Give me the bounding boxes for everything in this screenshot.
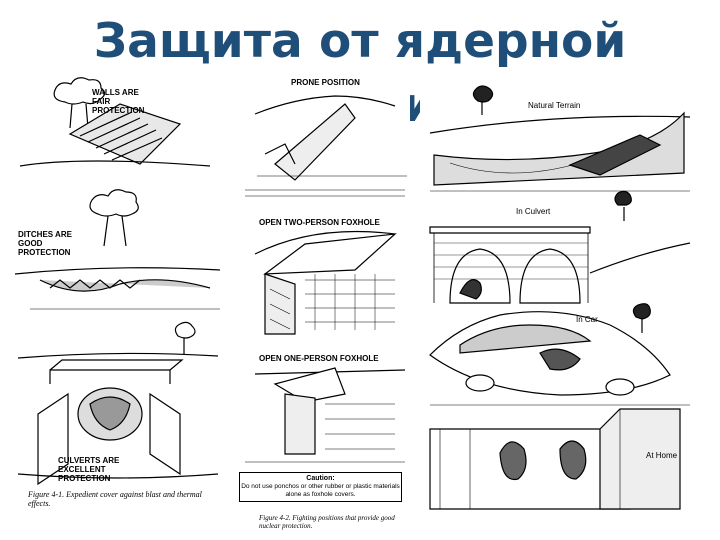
protective-locations-illustration [429,85,691,510]
expedient-cover-illustration [14,77,221,486]
in-culvert-label: In Culvert [516,207,551,216]
fighting-positions-illustration [245,95,407,463]
one-person-foxhole-label: OPEN ONE-PERSON FOXHOLE [259,354,379,363]
caution-box: Caution: Do not use ponchos or other rub… [239,472,402,502]
two-person-foxhole-label: OPEN TWO-PERSON FOXHOLE [259,218,380,227]
slide-title: Защита от ядерной энергии [93,14,627,133]
protective-locations-figure: Natural Terrain In Culvert In Car At Hom… [420,83,700,513]
caution-text: Do not use ponchos or other rubber or pl… [241,483,400,498]
at-home-label: At Home [646,451,678,460]
figure-4-1-caption: Figure 4-1. Expedient cover against blas… [28,490,202,508]
fighting-positions-figure: PRONE POSITION OPEN TWO-PERSON FOXHOLE O… [235,74,410,536]
in-car-label: In Car [576,315,598,324]
ditches-label: DITCHES ARE GOOD PROTECTION [18,230,72,257]
prone-position-label: PRONE POSITION [291,78,360,87]
natural-terrain-label: Natural Terrain [528,101,581,110]
expedient-cover-figure: WALLS ARE FAIR PROTECTION DITCHES ARE GO… [10,74,223,518]
walls-label: WALLS ARE FAIR PROTECTION [92,88,145,115]
caution-title: Caution: [306,475,335,482]
figure-4-2-caption: Figure 4-2. Fighting positions that prov… [259,514,395,530]
culverts-label: CULVERTS ARE EXCELLENT PROTECTION [58,456,120,483]
